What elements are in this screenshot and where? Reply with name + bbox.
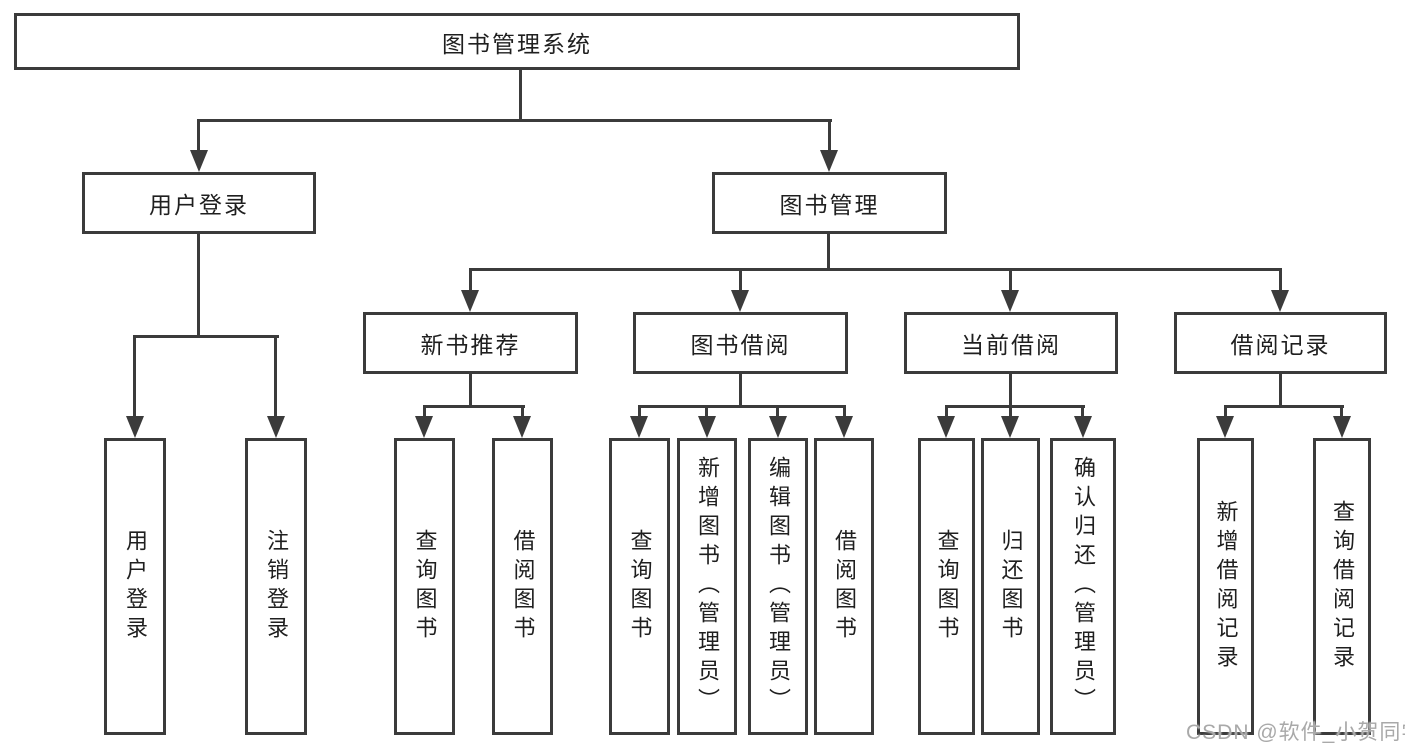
arrowhead-to-return-book (1001, 416, 1019, 438)
arrowhead-to-user-login (190, 150, 208, 172)
connector-bookborrow-drop-3 (776, 405, 779, 418)
connector-bookborrow-drop-4 (843, 405, 846, 418)
connector-bookborrow-rail (638, 405, 846, 408)
arrowhead-to-leaf-user-login (126, 416, 144, 438)
connector-bookborrow-drop-1 (638, 405, 641, 418)
connector-currentborrow-drop-2 (1009, 405, 1012, 418)
connector-newbook-drop-left (423, 405, 426, 418)
leaf-add-book-admin: 新增图书（管理员） (677, 438, 737, 735)
leaf-edit-book-admin: 编辑图书（管理员） (748, 438, 808, 735)
connector-root-drop-left (197, 119, 200, 154)
arrowhead-to-confirm-return-admin (1074, 416, 1092, 438)
leaf-add-book-admin-label: 新增图书（管理员） (695, 456, 720, 717)
node-book-management: 图书管理 (712, 172, 947, 234)
node-root-library-system: 图书管理系统 (14, 13, 1020, 70)
leaf-confirm-return-admin-label: 确认归还（管理员） (1071, 456, 1096, 717)
leaf-add-borrow-record-label: 新增借阅记录 (1213, 499, 1239, 674)
connector-bookmgmt-drop-1 (469, 268, 472, 292)
connector-records-rail (1224, 405, 1344, 408)
leaf-edit-book-admin-label: 编辑图书（管理员） (766, 456, 791, 717)
connector-currentborrow-drop-1 (945, 405, 948, 418)
leaf-logout: 注销登录 (245, 438, 307, 735)
node-new-book-recommend: 新书推荐 (363, 312, 578, 374)
leaf-borrow-books-2: 借阅图书 (814, 438, 874, 735)
connector-bookmgmt-rail (469, 268, 1282, 271)
connector-root-stem (519, 70, 522, 121)
arrowhead-to-query-books-3 (937, 416, 955, 438)
leaf-add-borrow-record: 新增借阅记录 (1197, 438, 1254, 735)
leaf-borrow-books-2-label: 借阅图书 (832, 528, 857, 645)
leaf-query-books-1: 查询图书 (394, 438, 455, 735)
connector-userlogin-rail (133, 335, 279, 338)
leaf-confirm-return-admin: 确认归还（管理员） (1050, 438, 1116, 735)
connector-bookmgmt-drop-3 (1009, 268, 1012, 292)
leaf-return-book-label: 归还图书 (998, 528, 1024, 645)
connector-records-drop-right (1340, 405, 1343, 418)
connector-userlogin-drop-left (133, 335, 136, 418)
leaf-query-books-2: 查询图书 (609, 438, 670, 735)
leaf-return-book: 归还图书 (981, 438, 1040, 735)
connector-userlogin-drop-right (274, 335, 277, 418)
connector-newbook-drop-right (521, 405, 524, 418)
leaf-borrow-books-1: 借阅图书 (492, 438, 553, 735)
arrowhead-to-book-management (820, 150, 838, 172)
leaf-user-login-label: 用户登录 (123, 528, 148, 645)
arrowhead-to-add-borrow-record (1216, 416, 1234, 438)
connector-currentborrow-drop-3 (1081, 405, 1084, 418)
leaf-logout-label: 注销登录 (264, 528, 289, 645)
arrowhead-to-edit-book-admin (769, 416, 787, 438)
node-borrow-records: 借阅记录 (1174, 312, 1387, 374)
node-book-borrow: 图书借阅 (633, 312, 848, 374)
arrowhead-to-book-borrow (731, 290, 749, 312)
node-current-borrow: 当前借阅 (904, 312, 1118, 374)
connector-root-drop-right (828, 119, 831, 154)
connector-root-rail (197, 119, 832, 122)
arrowhead-to-query-borrow-record (1333, 416, 1351, 438)
arrowhead-to-borrow-books-1 (513, 416, 531, 438)
csdn-watermark: CSDN @软件_小贺同学 (1186, 721, 1405, 744)
leaf-query-books-2-label: 查询图书 (627, 528, 653, 645)
connector-bookmgmt-stem (827, 234, 830, 269)
arrowhead-to-current-borrow (1001, 290, 1019, 312)
node-user-login: 用户登录 (82, 172, 316, 234)
connector-newbook-rail (423, 405, 525, 408)
leaf-user-login: 用户登录 (104, 438, 166, 735)
connector-newbook-stem (469, 374, 472, 407)
leaf-query-books-1-label: 查询图书 (412, 528, 438, 645)
arrowhead-to-borrow-records (1271, 290, 1289, 312)
arrowhead-to-new-book-recommend (461, 290, 479, 312)
leaf-query-borrow-record-label: 查询借阅记录 (1330, 499, 1355, 674)
leaf-query-books-3-label: 查询图书 (934, 528, 960, 645)
arrowhead-to-query-books-1 (415, 416, 433, 438)
leaf-borrow-books-1-label: 借阅图书 (510, 528, 536, 645)
connector-bookmgmt-drop-2 (739, 268, 742, 292)
connector-currentborrow-stem (1009, 374, 1012, 407)
connector-bookborrow-drop-2 (705, 405, 708, 418)
connector-bookmgmt-drop-4 (1279, 268, 1282, 292)
connector-userlogin-stem (197, 234, 200, 337)
connector-bookborrow-stem (739, 374, 742, 407)
leaf-query-borrow-record: 查询借阅记录 (1313, 438, 1371, 735)
connector-records-stem (1279, 374, 1282, 407)
arrowhead-to-add-book-admin (698, 416, 716, 438)
leaf-query-books-3: 查询图书 (918, 438, 975, 735)
arrowhead-to-borrow-books-2 (835, 416, 853, 438)
arrowhead-to-query-books-2 (630, 416, 648, 438)
connector-currentborrow-rail (945, 405, 1085, 408)
connector-records-drop-left (1224, 405, 1227, 418)
arrowhead-to-leaf-logout (267, 416, 285, 438)
